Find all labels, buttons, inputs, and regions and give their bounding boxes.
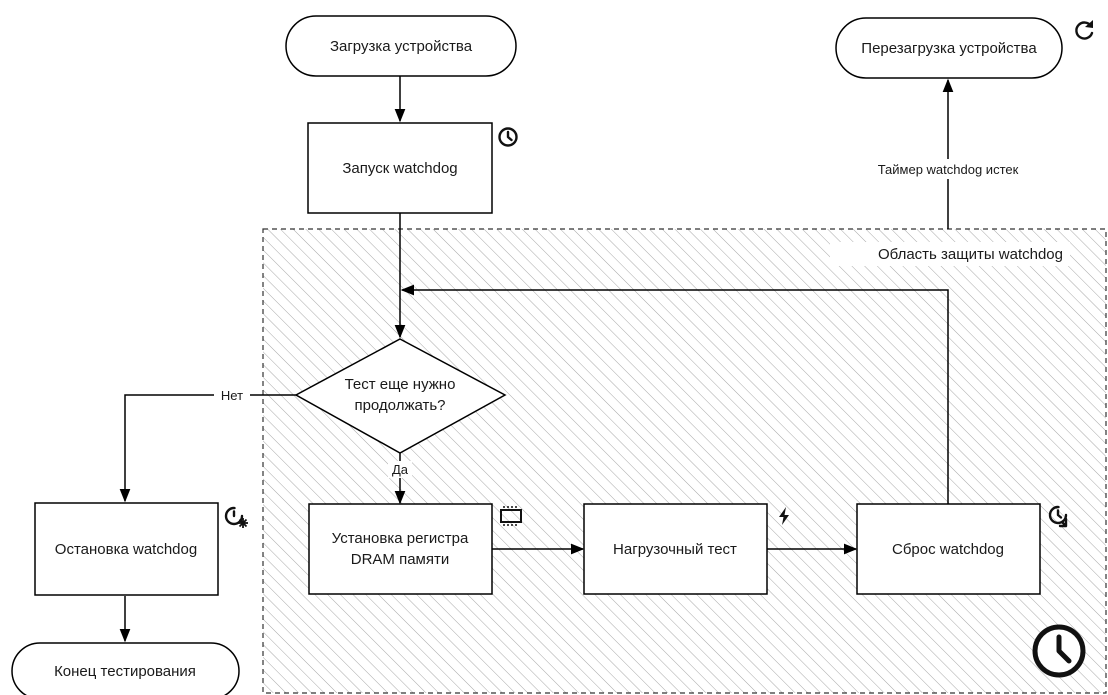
- node-load-test: Нагрузочный тест: [583, 503, 768, 595]
- node-set-register: Установка регистра DRAM памяти: [308, 503, 493, 595]
- node-reboot: Перезагрузка устройства: [835, 17, 1063, 79]
- node-decision-label-line2: продолжать?: [354, 397, 445, 414]
- node-decision-label-line1: Тест еще нужно: [345, 376, 456, 393]
- node-decision: Тест еще нужно продолжать?: [294, 338, 507, 454]
- node-end-testing: Конец тестирования: [11, 642, 240, 695]
- node-stop-watchdog: Остановка watchdog: [34, 502, 219, 596]
- node-start-watchdog: Запуск watchdog: [307, 122, 493, 214]
- clock-icon: [1032, 624, 1086, 678]
- clock-reset-icon: [1048, 505, 1068, 528]
- clock-icon: [498, 127, 518, 147]
- node-reboot-label: Перезагрузка устройства: [861, 40, 1037, 57]
- edge-label-timer-expired: Таймер watchdog истек: [878, 162, 1019, 177]
- node-boot: Загрузка устройства: [285, 15, 517, 77]
- edge-label-no: Нет: [221, 388, 243, 403]
- memory-chip-icon: [500, 506, 522, 526]
- node-reset-watchdog: Сброс watchdog: [856, 503, 1041, 595]
- edge-reset-loop-back: [400, 284, 949, 504]
- edge-labels: Нет Да Таймер watchdog истек: [214, 159, 1044, 478]
- lightning-icon: [779, 507, 789, 525]
- node-reset-watchdog-label: Сброс watchdog: [892, 541, 1004, 558]
- node-start-watchdog-label: Запуск watchdog: [342, 160, 457, 177]
- node-stop-watchdog-label: Остановка watchdog: [55, 541, 197, 558]
- node-boot-label: Загрузка устройства: [330, 38, 473, 55]
- region-label: Область защиты watchdog: [878, 246, 1063, 263]
- refresh-icon: [1075, 20, 1094, 40]
- node-set-register-label-line2: DRAM памяти: [351, 551, 449, 568]
- clock-stop-icon: [224, 506, 248, 528]
- node-set-register-label-line1: Установка регистра: [332, 530, 469, 547]
- node-end-testing-label: Конец тестирования: [54, 663, 196, 680]
- edge-label-yes: Да: [392, 462, 409, 477]
- node-load-test-label: Нагрузочный тест: [613, 541, 737, 558]
